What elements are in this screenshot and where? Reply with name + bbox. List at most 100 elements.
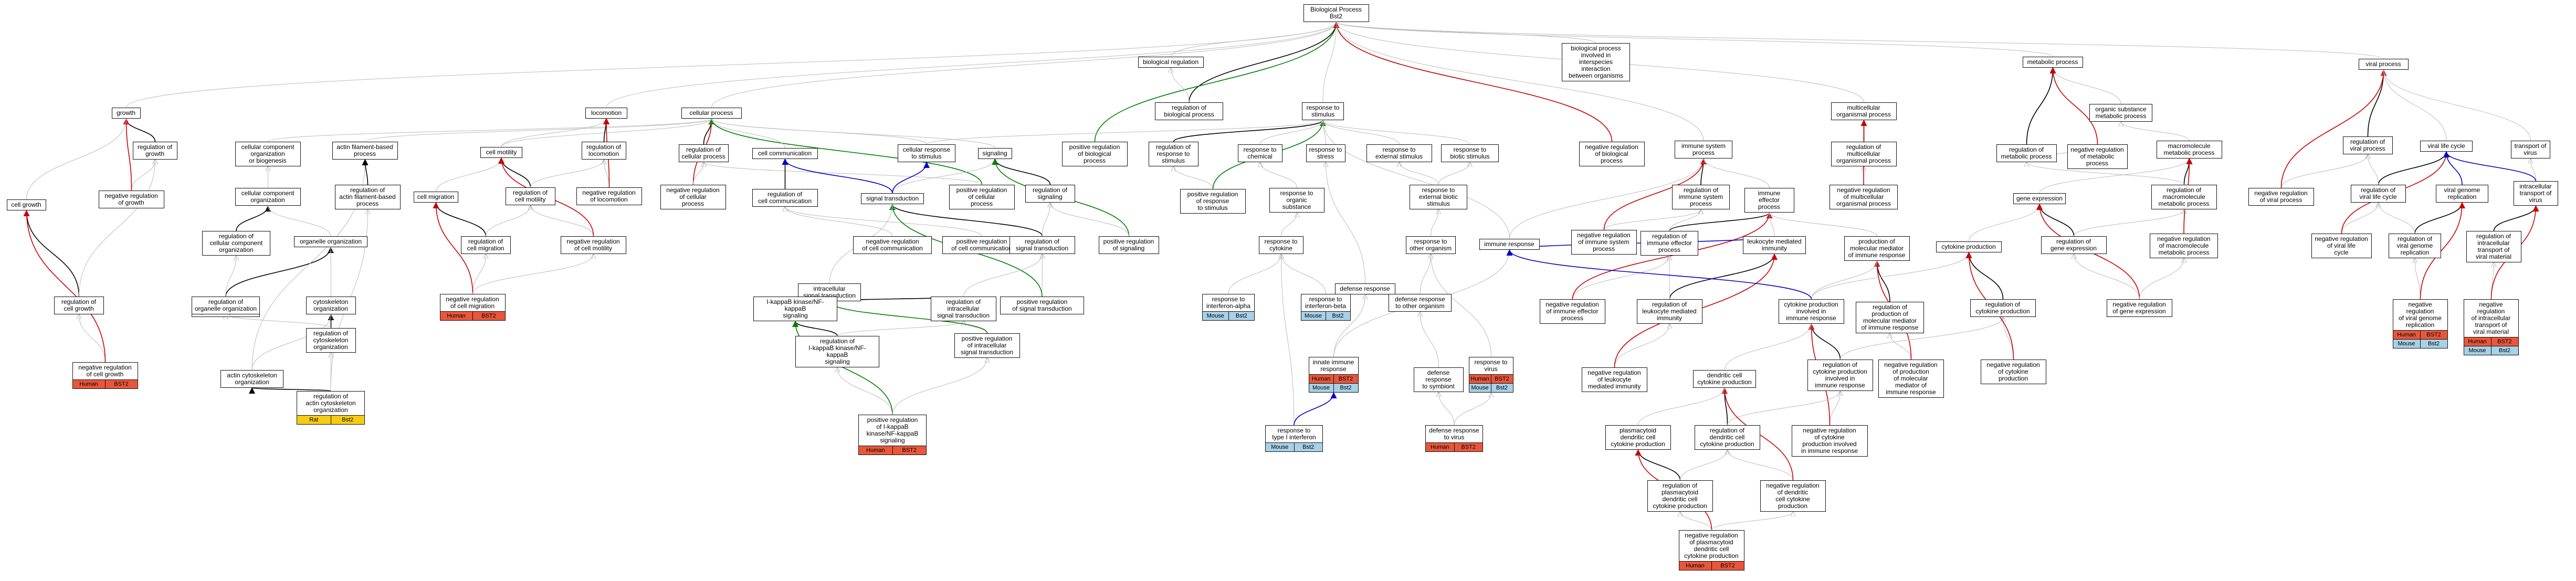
- go-term-node[interactable]: regulation of growth: [132, 142, 177, 160]
- go-term-node[interactable]: signaling: [977, 148, 1012, 159]
- go-term-node[interactable]: regulation of dendritic cell cytokine pr…: [1694, 425, 1760, 450]
- go-term-node[interactable]: I-kappaB kinase/NF-kappaB signaling: [753, 297, 837, 321]
- go-term-node[interactable]: transport of virus: [2510, 141, 2550, 159]
- go-term-node[interactable]: intracellular transport of virus: [2513, 181, 2558, 206]
- go-term-node[interactable]: regulation of metabolic process: [1996, 144, 2057, 162]
- go-term-node[interactable]: organelle organization: [294, 236, 367, 247]
- go-term-node[interactable]: viral process: [2358, 59, 2409, 70]
- go-term-node[interactable]: biological process involved in interspec…: [1562, 43, 1630, 81]
- go-term-node[interactable]: cell communication: [752, 148, 818, 159]
- go-term-node[interactable]: cellular process: [681, 108, 742, 119]
- go-term-node[interactable]: defense response to other organism: [1389, 294, 1452, 312]
- go-term-node[interactable]: negative regulation of gene expression: [2106, 299, 2172, 317]
- go-term-node[interactable]: growth: [111, 108, 141, 119]
- go-term-node[interactable]: regulation of actin cytoskeleton organiz…: [297, 391, 365, 425]
- go-term-node[interactable]: regulation of cellular component organiz…: [202, 231, 270, 256]
- go-term-node[interactable]: cytokine production involved in immune r…: [1778, 299, 1844, 324]
- go-term-node[interactable]: locomotion: [585, 108, 627, 119]
- go-term-node[interactable]: cellular component organization: [235, 188, 301, 206]
- go-term-node[interactable]: response to cytokine: [1258, 236, 1303, 254]
- go-term-node[interactable]: negative regulation of cytokine producti…: [1791, 425, 1868, 457]
- go-term-node[interactable]: regulation of response to stimulus: [1148, 142, 1198, 166]
- go-term-node[interactable]: multicellular organismal process: [1831, 102, 1897, 120]
- go-term-node[interactable]: immune effector process: [1744, 188, 1794, 213]
- go-term-node[interactable]: response to organic substance: [1269, 188, 1324, 213]
- go-term-node[interactable]: regulation of biological process: [1155, 102, 1223, 120]
- go-term-node[interactable]: regulation of cell communication: [752, 189, 818, 207]
- go-term-node[interactable]: cell growth: [6, 199, 46, 210]
- go-term-node[interactable]: immune response: [1479, 239, 1540, 250]
- go-term-node[interactable]: regulation of plasmacytoid dendritic cel…: [1647, 480, 1713, 512]
- go-term-node[interactable]: regulation of cytoskeleton organization: [306, 328, 356, 353]
- go-term-node[interactable]: regulation of cytokine production involv…: [1807, 360, 1873, 391]
- go-term-node[interactable]: positive regulation of response to stimu…: [1180, 189, 1246, 214]
- go-term-node[interactable]: negative regulation of viral life cycle: [2311, 234, 2372, 258]
- go-term-node[interactable]: regulation of viral genome replication: [2389, 234, 2441, 258]
- go-term-node[interactable]: immune system process: [1675, 141, 1732, 159]
- go-term-node[interactable]: regulation of cellular process: [678, 144, 729, 162]
- go-term-node[interactable]: regulation of cell growth: [54, 297, 104, 314]
- go-term-node[interactable]: Biological Process Bst2: [1303, 4, 1369, 22]
- go-term-node[interactable]: positive regulation of I-kappaB kinase/N…: [858, 415, 927, 455]
- go-term-node[interactable]: regulation of immune system process: [1672, 185, 1730, 209]
- go-term-node[interactable]: negative regulation of cell communicatio…: [853, 236, 932, 254]
- go-term-node[interactable]: regulation of actin filament-based proce…: [334, 185, 401, 209]
- go-term-node[interactable]: plasmacytoid dendritic cell cytokine pro…: [1605, 425, 1671, 450]
- go-term-node[interactable]: negative regulation of production of mol…: [1878, 360, 1944, 398]
- go-term-node[interactable]: positive regulation of cell communicatio…: [942, 236, 1021, 254]
- go-term-node[interactable]: negative regulation of immune effector p…: [1539, 299, 1605, 324]
- go-term-node[interactable]: negative regulation of cell motility: [560, 236, 626, 254]
- go-term-node[interactable]: negative regulation of viral process: [2248, 188, 2314, 206]
- go-term-node[interactable]: positive regulation of biological proces…: [1061, 142, 1128, 166]
- go-term-node[interactable]: cell migration: [413, 192, 458, 203]
- go-term-node[interactable]: production of molecular mediator of immu…: [1844, 236, 1910, 261]
- go-term-node[interactable]: biological regulation: [1138, 57, 1204, 68]
- go-term-node[interactable]: regulation of multicellular organismal p…: [1831, 142, 1897, 166]
- go-term-node[interactable]: cytokine production: [1936, 241, 2002, 252]
- go-term-node[interactable]: organic substance metabolic process: [2089, 104, 2152, 122]
- go-term-node[interactable]: regulation of gene expression: [2041, 236, 2107, 254]
- go-term-node[interactable]: actin filament-based process: [332, 142, 398, 160]
- go-term-node[interactable]: response to stimulus: [1302, 102, 1344, 120]
- go-term-node[interactable]: regulation of leukocyte mediated immunit…: [1636, 299, 1702, 324]
- go-term-node[interactable]: positive regulation of cellular process: [949, 185, 1015, 209]
- go-term-node[interactable]: defense response to symbiont: [1413, 367, 1464, 392]
- go-term-node[interactable]: defense response: [1334, 283, 1395, 294]
- go-term-node[interactable]: regulation of signal transduction: [1009, 236, 1075, 254]
- go-term-node[interactable]: metabolic process: [2022, 57, 2083, 68]
- go-term-node[interactable]: negative regulation of viral genome repl…: [2392, 299, 2448, 348]
- go-term-node[interactable]: cellular component organization or bioge…: [235, 142, 301, 166]
- go-term-node[interactable]: response to biotic stimulus: [1441, 144, 1499, 162]
- go-term-node[interactable]: gene expression: [2013, 193, 2066, 204]
- go-term-node[interactable]: actin cytoskeleton organization: [220, 370, 283, 388]
- go-term-node[interactable]: response to external stimulus: [1366, 144, 1432, 162]
- go-term-node[interactable]: regulation of organelle organization: [192, 297, 260, 314]
- go-term-node[interactable]: regulation of viral life cycle: [2350, 185, 2406, 203]
- go-term-node[interactable]: negative regulation of plasmacytoid dend…: [1678, 530, 1744, 571]
- go-term-node[interactable]: response to other organism: [1405, 236, 1456, 254]
- go-term-node[interactable]: negative regulation of metabolic process: [2067, 144, 2128, 169]
- go-term-node[interactable]: negative regulation of cellular process: [660, 185, 726, 209]
- go-term-node[interactable]: leukocyte mediated immunity: [1743, 236, 1806, 254]
- go-term-node[interactable]: negative regulation of macromolecule met…: [2150, 234, 2218, 258]
- go-term-node[interactable]: signal transduction: [861, 193, 924, 204]
- go-term-node[interactable]: positive regulation of signaling: [1098, 236, 1159, 254]
- go-term-node[interactable]: negative regulation of immune system pro…: [1571, 230, 1637, 255]
- go-term-node[interactable]: regulation of intracellular transport of…: [2466, 231, 2521, 262]
- go-term-node[interactable]: positive regulation of signal transducti…: [1000, 297, 1084, 314]
- go-term-node[interactable]: negative regulation of biological proces…: [1579, 142, 1645, 166]
- go-term-node[interactable]: cell motility: [480, 147, 522, 158]
- go-term-node[interactable]: regulation of cell motility: [505, 187, 555, 205]
- go-term-node[interactable]: negative regulation of growth: [98, 191, 164, 208]
- go-term-node[interactable]: negative regulation of intracellular tra…: [2463, 299, 2519, 355]
- go-term-node[interactable]: negative regulation of locomotion: [576, 187, 642, 205]
- go-term-node[interactable]: regulation of cell migration: [460, 236, 511, 254]
